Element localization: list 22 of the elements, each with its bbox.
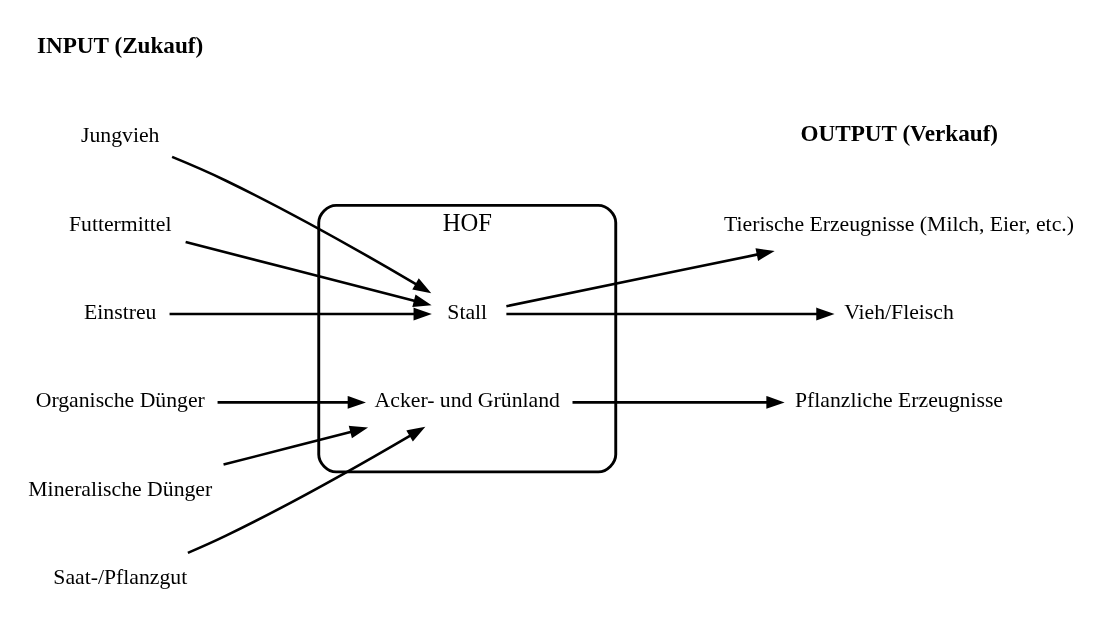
node-text: Pflanzliche Erzeugnisse: [794, 388, 1004, 413]
node-text: Tierische Erzeugnisse (Milch, Eier, etc.): [724, 211, 1074, 236]
arrow: [217, 395, 366, 409]
node-text: Acker- und Grünland: [374, 388, 560, 413]
arrow: [506, 248, 775, 308]
arrow: [223, 425, 369, 466]
arrow: [171, 155, 432, 294]
arrow: [506, 307, 835, 321]
node-text: Futtermittel: [68, 211, 172, 236]
arrow: [185, 240, 432, 307]
node-text: Vieh/Fleisch: [844, 300, 954, 325]
node-text: Jungvieh: [81, 123, 160, 148]
label: OUTPUT (Verkauf): [800, 120, 999, 147]
arrow: [572, 395, 785, 409]
label: INPUT (Zukauf): [36, 31, 204, 58]
node-text: Mineralische Dünger: [28, 476, 213, 501]
node-text: Einstreu: [84, 300, 157, 325]
arrow: [187, 426, 426, 555]
arrow: [169, 307, 432, 321]
node-text: Stall: [447, 300, 488, 325]
node-text: Organische Dünger: [35, 388, 205, 413]
node-text: Saat-/Pflanzgut: [53, 565, 188, 590]
